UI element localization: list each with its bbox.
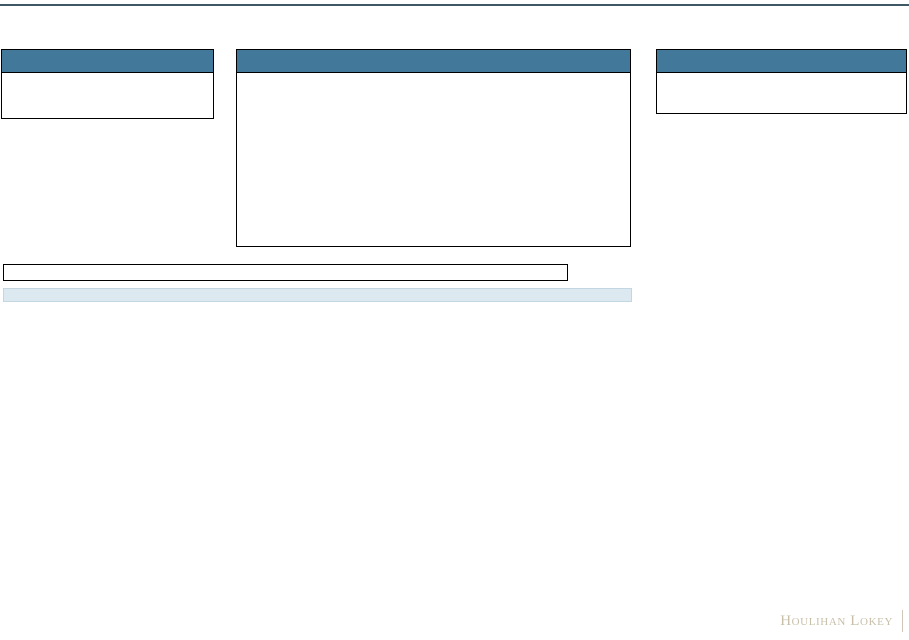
content-panel-left[interactable] xyxy=(1,49,214,119)
panel-header-right xyxy=(657,50,906,73)
brand-divider xyxy=(902,610,903,632)
panel-body-left[interactable] xyxy=(2,73,213,118)
tinted-bar[interactable] xyxy=(3,288,632,302)
top-divider-rule xyxy=(0,4,909,6)
panel-body-right[interactable] xyxy=(657,73,906,113)
brand-footer: Houlihan Lokey xyxy=(780,608,903,634)
page-subtitle xyxy=(8,26,768,44)
panel-body-center[interactable] xyxy=(237,73,630,246)
content-panel-right[interactable] xyxy=(656,49,907,114)
houlihan-lokey-wordmark: Houlihan Lokey xyxy=(780,612,893,629)
panel-header-center xyxy=(237,50,630,73)
content-panel-center[interactable] xyxy=(236,49,631,247)
panel-header-left xyxy=(2,50,213,73)
outline-bar[interactable] xyxy=(3,264,568,281)
